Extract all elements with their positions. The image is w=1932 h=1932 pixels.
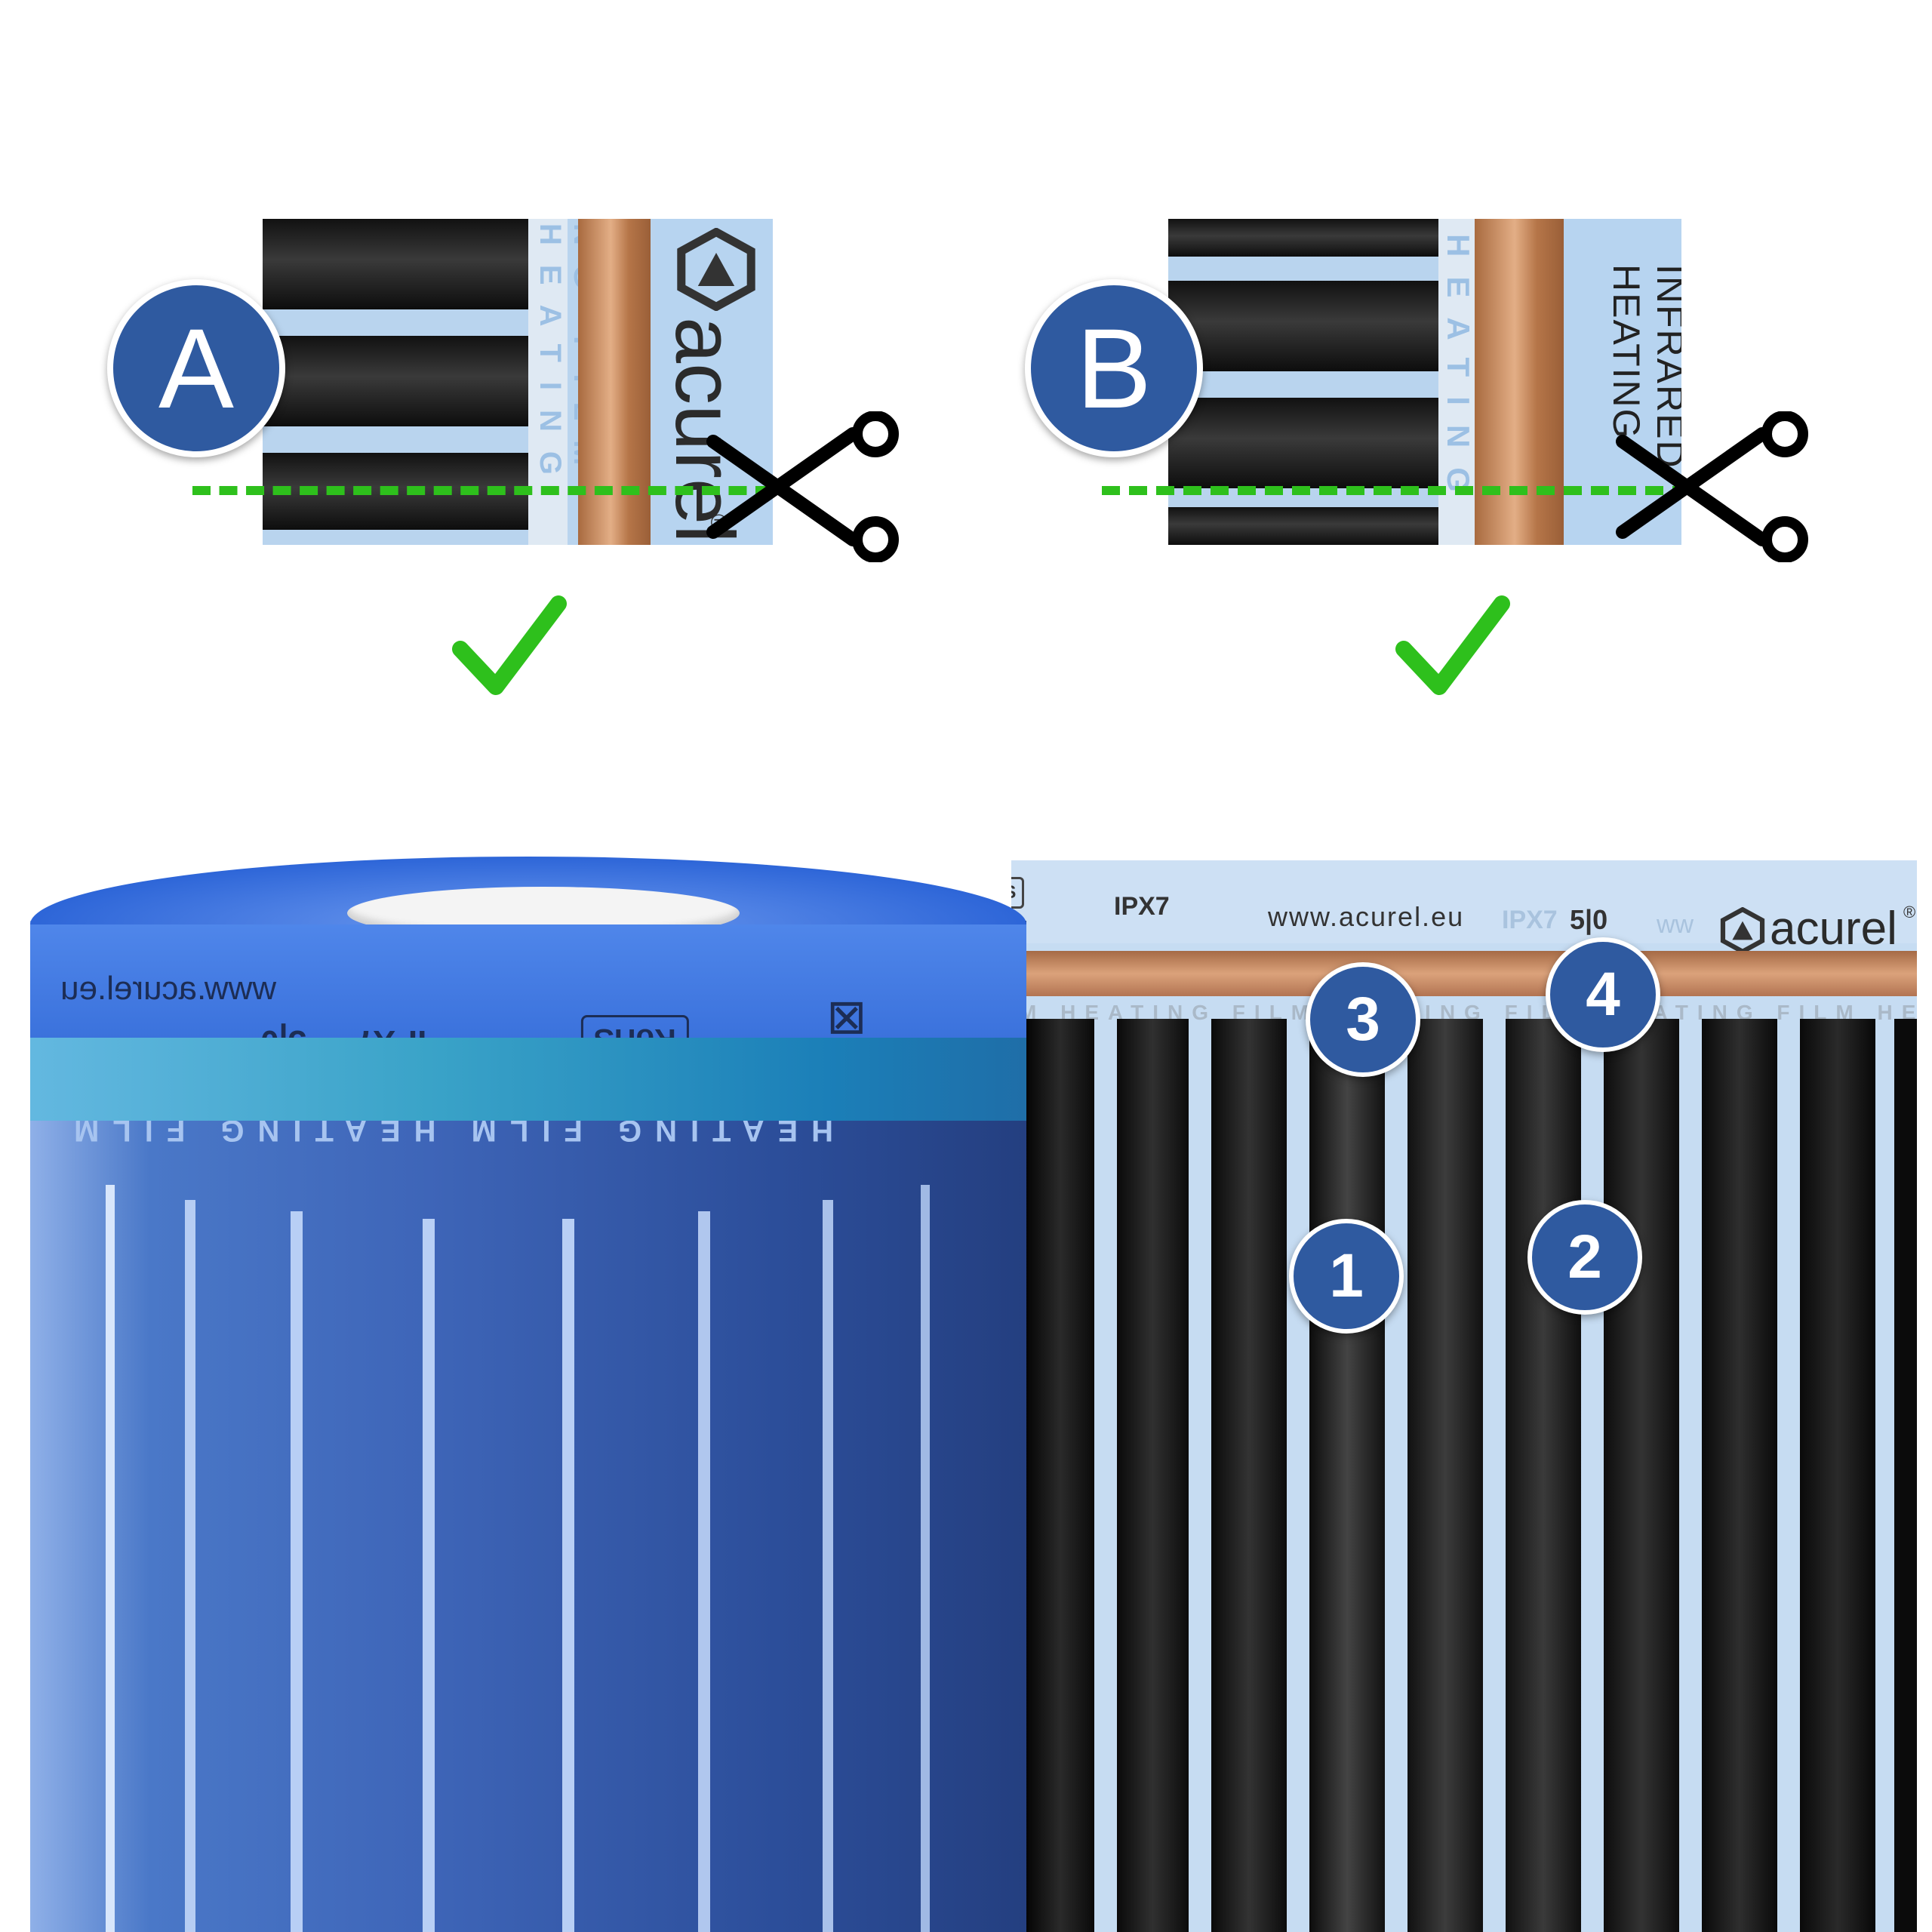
marker-2: 2 [1527, 1200, 1642, 1315]
heating-stripe [1309, 1019, 1385, 1932]
sheet-ipx7-faint: IPX7 [1502, 906, 1558, 934]
film-sheet: RoHS IPX7 www.acurel.eu IPX7 5|0 ww acur… [1011, 860, 1917, 1932]
heating-stripe [1506, 1019, 1581, 1932]
roll-url: www.acurel.eu [60, 970, 277, 1007]
heating-stripe [1168, 281, 1438, 371]
marker-1: 1 [1289, 1219, 1404, 1334]
sheet-code: 5|0 [1570, 904, 1608, 935]
copper-busbar [578, 219, 651, 545]
heating-stripe [1211, 1019, 1287, 1932]
acurel-logo-icon [1720, 907, 1765, 954]
sheet-copper-band [1011, 951, 1917, 996]
heating-stripe [1168, 219, 1438, 257]
marker-b: B [1025, 279, 1203, 457]
roll-stripe [921, 1185, 930, 1932]
heating-stripe [263, 219, 528, 309]
heating-stripe [1407, 1019, 1483, 1932]
heating-stripe [1894, 1019, 1917, 1932]
panel-a-logo-text: acurel [658, 317, 751, 543]
sheet-www-faint: ww [1657, 910, 1694, 939]
cut-line-b [1102, 486, 1690, 495]
roll-stripe [698, 1211, 710, 1932]
roll-stripe [291, 1211, 303, 1932]
heating-stripe [1800, 1019, 1875, 1932]
heating-stripe [1026, 1019, 1094, 1932]
copper-busbar [1475, 219, 1564, 545]
marker-3: 3 [1306, 962, 1420, 1077]
marker-a: A [107, 279, 285, 457]
roll-stripe [562, 1219, 574, 1932]
heating-stripe [1117, 1019, 1189, 1932]
roll-stripe [185, 1200, 195, 1932]
heating-stripe [263, 336, 528, 426]
heating-stripe [1604, 1019, 1679, 1932]
sheet-registered: ® [1903, 903, 1916, 921]
scissors-icon [706, 411, 899, 562]
sheet-ipx7: IPX7 [1114, 892, 1170, 921]
marker-4: 4 [1546, 937, 1660, 1052]
rohs-badge: RoHS [1011, 877, 1025, 909]
cut-line-a [192, 486, 774, 495]
roll-print-band [30, 924, 1026, 1038]
panel-b-side-text: INFRARED HEATING [1605, 264, 1681, 469]
heating-stripe [1168, 398, 1438, 488]
check-icon [452, 595, 567, 695]
roll-stripe [106, 1185, 115, 1932]
scissors-icon [1616, 411, 1808, 562]
acurel-logo-icon [677, 228, 755, 311]
film-roll: www.acurel.eu 5|0 IPX7 RoHS ⊠ HEATING FI… [0, 845, 1041, 1932]
check-icon [1395, 595, 1510, 695]
roll-weee-icon: ⊠ [826, 989, 867, 1044]
heating-stripe [1702, 1019, 1777, 1932]
sheet-url: www.acurel.eu [1268, 901, 1465, 932]
heating-stripe [1168, 507, 1438, 545]
sheet-logo-text: acurel [1770, 903, 1897, 955]
sheet-print-strip [1011, 860, 1917, 943]
roll-teal-band [30, 1038, 1026, 1121]
roll-stripe [823, 1200, 833, 1932]
roll-stripe [423, 1219, 435, 1932]
